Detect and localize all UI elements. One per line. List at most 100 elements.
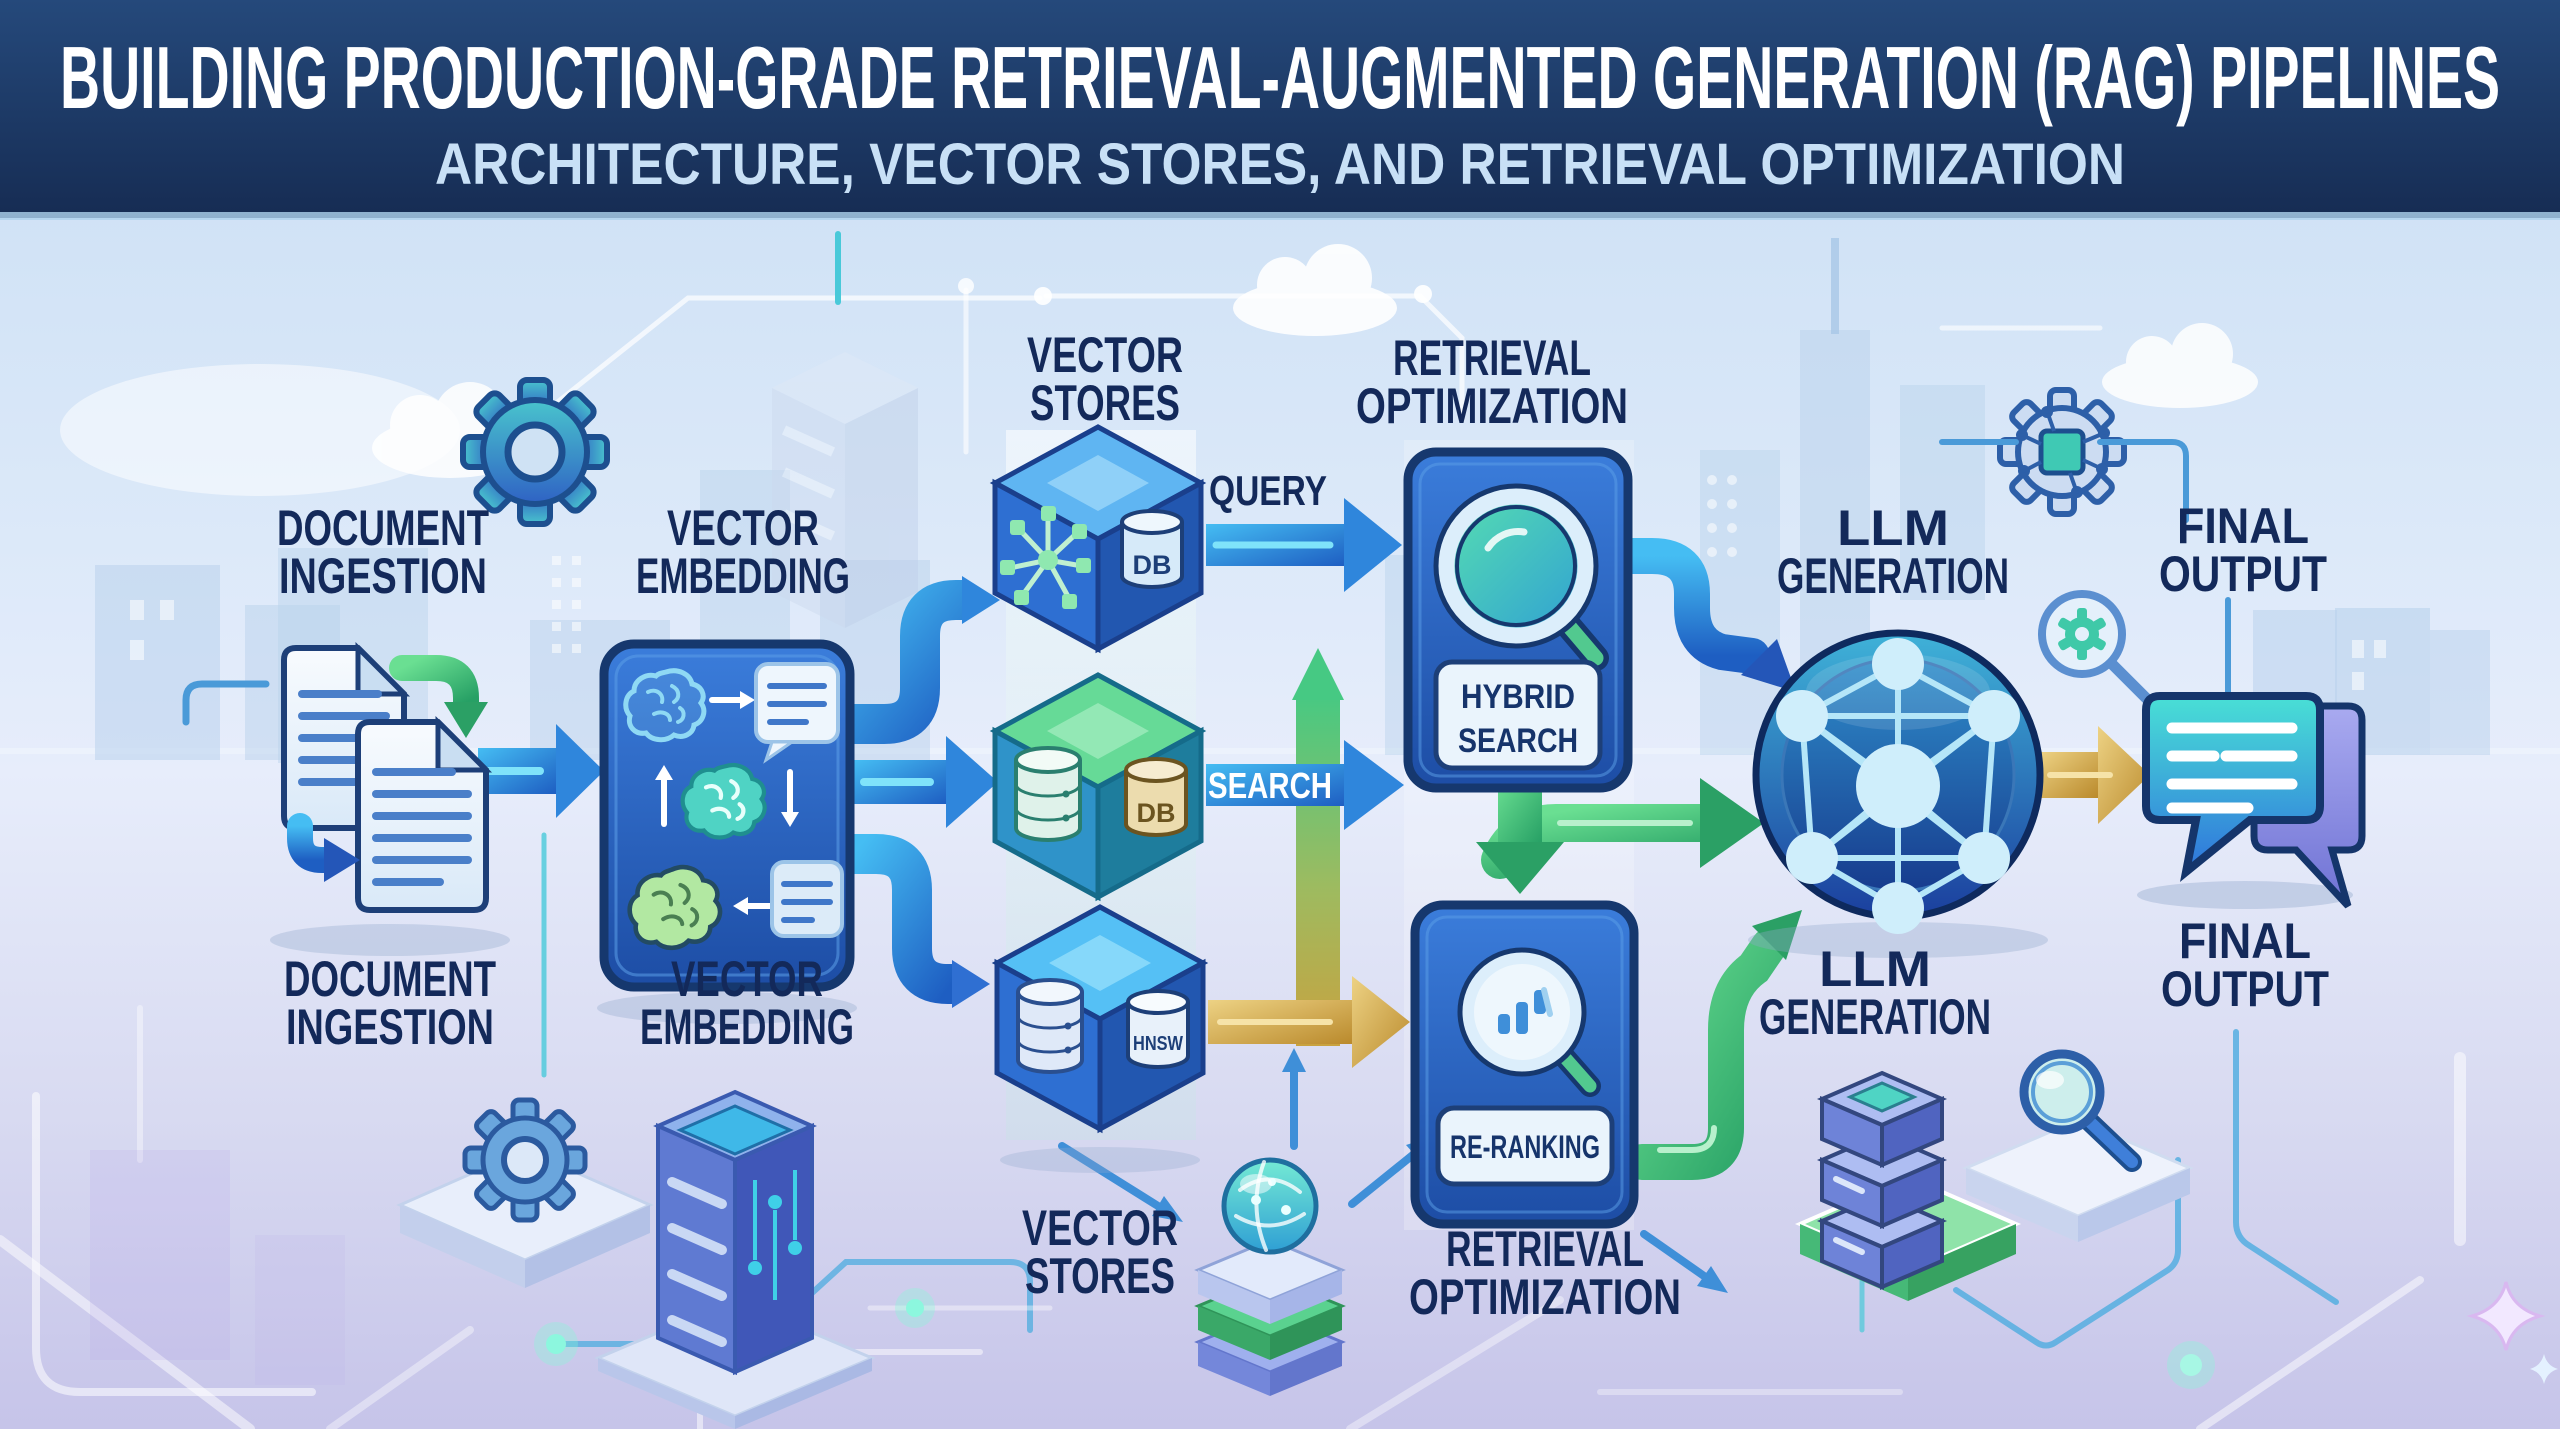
search-arrow-label: SEARCH bbox=[1208, 765, 1332, 806]
arrow-hybrid-to-llm bbox=[1608, 538, 1796, 692]
label-vector-embedding-bottom: VECTOR EMBEDDING bbox=[640, 951, 854, 1055]
stage-final-output: FINAL OUTPUT FINAL OUTPUT bbox=[2137, 498, 2366, 1017]
hybrid-search-badge: HYBRID SEARCH bbox=[1433, 659, 1603, 771]
gear-chip-icon bbox=[1997, 387, 2127, 517]
brain-teal-icon bbox=[683, 765, 765, 837]
label-vector-embedding-top: VECTOR EMBEDDING bbox=[636, 500, 850, 604]
mini-arrow-up-icon bbox=[655, 765, 673, 827]
label-line: INGESTION bbox=[286, 999, 494, 1055]
shadow bbox=[2137, 881, 2353, 909]
label-line: LLM bbox=[1819, 941, 1931, 997]
chat-bubbles-icon bbox=[2142, 692, 2366, 909]
vector-db-cube-graph: DB bbox=[989, 424, 1207, 654]
arrow-merge-vertical bbox=[1292, 648, 1344, 1046]
embedding-box bbox=[599, 639, 855, 992]
hybrid-search-box: HYBRID SEARCH bbox=[1403, 447, 1633, 793]
label-retrieval-optimization-bottom: RETRIEVAL OPTIMIZATION bbox=[1409, 1221, 1681, 1325]
mini-arrow-left-icon bbox=[733, 897, 775, 915]
text-chunk-icon bbox=[770, 860, 844, 938]
label-document-ingestion-bottom: DOCUMENT INGESTION bbox=[284, 951, 496, 1055]
label-line: OUTPUT bbox=[2161, 961, 2329, 1017]
text-chunk-icon bbox=[754, 662, 840, 764]
label-llm-generation-top: LLM GENERATION bbox=[1777, 500, 2009, 604]
skyline-windows bbox=[130, 600, 2386, 690]
gear-icon-small bbox=[462, 1097, 588, 1223]
re-ranking-badge: RE-RANKING bbox=[1435, 1105, 1615, 1187]
label-line: VECTOR bbox=[671, 951, 823, 1007]
db-stack-icon bbox=[1016, 978, 1084, 1074]
db-label: DB bbox=[1133, 550, 1172, 580]
sparkle-icon bbox=[2466, 1281, 2558, 1384]
magnifier-icon bbox=[2019, 1049, 2142, 1172]
stage-retrieval-optimization: HYBRID SEARCH RE-RANKING RETRIEVAL OPTIM… bbox=[1208, 330, 1681, 1325]
stage-vector-embedding: VECTOR EMBEDDING VECTOR EMBEDDING bbox=[597, 500, 857, 1055]
mini-arrow-right-icon bbox=[709, 691, 755, 709]
brain-outline-icon bbox=[626, 671, 704, 740]
db-label: DB bbox=[1137, 798, 1176, 828]
vector-db-cube-hnsw: HNSW bbox=[991, 904, 1209, 1134]
glow-dots bbox=[534, 1288, 2215, 1389]
document-icon bbox=[355, 715, 493, 913]
dot-grids bbox=[552, 475, 1737, 653]
server-tower bbox=[594, 1089, 876, 1429]
label-line: FINAL bbox=[2179, 913, 2311, 969]
arrow-search bbox=[1206, 740, 1404, 830]
label-line: STORES bbox=[1030, 375, 1180, 431]
graph-network-icon bbox=[1000, 506, 1091, 609]
hnsw-cylinder-icon: HNSW bbox=[1126, 989, 1190, 1069]
label-final-output-bottom: FINAL OUTPUT bbox=[2161, 913, 2329, 1017]
arrow-embed-to-store-mid bbox=[854, 736, 998, 828]
server-stack-green-platform bbox=[1794, 1070, 2022, 1301]
badge-line: RE-RANKING bbox=[1450, 1129, 1600, 1165]
banner-divider bbox=[0, 212, 2560, 220]
label-line: DOCUMENT bbox=[284, 951, 496, 1007]
hnsw-label: HNSW bbox=[1133, 1033, 1183, 1055]
header-banner: BUILDING PRODUCTION-GRADE RETRIEVAL-AUGM… bbox=[0, 0, 2560, 220]
server-unit bbox=[1816, 1070, 1948, 1169]
label-line: VECTOR bbox=[1027, 327, 1183, 383]
globe-network-icon bbox=[1221, 1157, 1319, 1255]
label-llm-generation-bottom: LLM GENERATION bbox=[1759, 941, 1991, 1045]
loop-arrow-icon bbox=[287, 813, 360, 882]
label-line: EMBEDDING bbox=[636, 548, 850, 604]
query-arrow-label: QUERY bbox=[1209, 467, 1327, 514]
arrow-embed-to-store-top bbox=[834, 576, 1000, 744]
arrow-embed-to-store-bottom bbox=[834, 834, 990, 1008]
shadow bbox=[597, 992, 857, 1024]
neural-nodes bbox=[1776, 638, 2020, 934]
label-final-output-top: FINAL OUTPUT bbox=[2159, 498, 2327, 602]
ghost-server-tower bbox=[772, 352, 918, 628]
label-line: GENERATION bbox=[1759, 989, 1991, 1045]
horizon-line bbox=[0, 748, 2560, 754]
label-line: OPTIMIZATION bbox=[1356, 378, 1628, 434]
chunking-arrow-icon bbox=[389, 655, 488, 738]
magnifier-platform bbox=[1962, 1049, 2194, 1242]
label-line: LLM bbox=[1837, 500, 1949, 556]
db-cylinder-icon: DB bbox=[1120, 509, 1184, 589]
label-retrieval-optimization-top: RETRIEVAL OPTIMIZATION bbox=[1356, 330, 1628, 434]
page-subtitle: ARCHITECTURE, VECTOR STORES, AND RETRIEV… bbox=[435, 132, 2125, 197]
gear-icon bbox=[460, 377, 610, 527]
label-vector-stores-bottom: VECTOR STORES bbox=[1022, 1200, 1178, 1304]
bottom-right-circuits bbox=[1346, 1029, 2466, 1429]
vector-db-cube-green: DB bbox=[989, 672, 1207, 902]
top-circuit-traces bbox=[517, 278, 2103, 455]
db-stack-icon bbox=[1014, 746, 1082, 842]
badge-line: HYBRID bbox=[1461, 678, 1575, 716]
stage-document-ingestion: DOCUMENT INGESTION DOCUMENT INGESTION bbox=[270, 500, 510, 1055]
label-line: STORES bbox=[1025, 1248, 1175, 1304]
label-vector-stores-top: VECTOR STORES bbox=[1027, 327, 1183, 431]
label-line: FINAL bbox=[2177, 498, 2309, 554]
label-line: INGESTION bbox=[279, 548, 487, 604]
llm-neural-circle bbox=[1752, 629, 2044, 934]
stage-vector-stores: DB DB bbox=[989, 327, 1346, 1396]
arrow-hnsw-to-reranking bbox=[1208, 976, 1410, 1068]
shadow bbox=[270, 924, 510, 956]
label-line: RETRIEVAL bbox=[1393, 330, 1591, 386]
decorative-icons bbox=[182, 231, 2231, 1429]
shadow bbox=[1000, 1147, 1200, 1173]
db-cylinder-icon: DB bbox=[1124, 757, 1188, 837]
label-line: OPTIMIZATION bbox=[1409, 1269, 1681, 1325]
label-line: EMBEDDING bbox=[640, 999, 854, 1055]
label-line: GENERATION bbox=[1777, 548, 2009, 604]
